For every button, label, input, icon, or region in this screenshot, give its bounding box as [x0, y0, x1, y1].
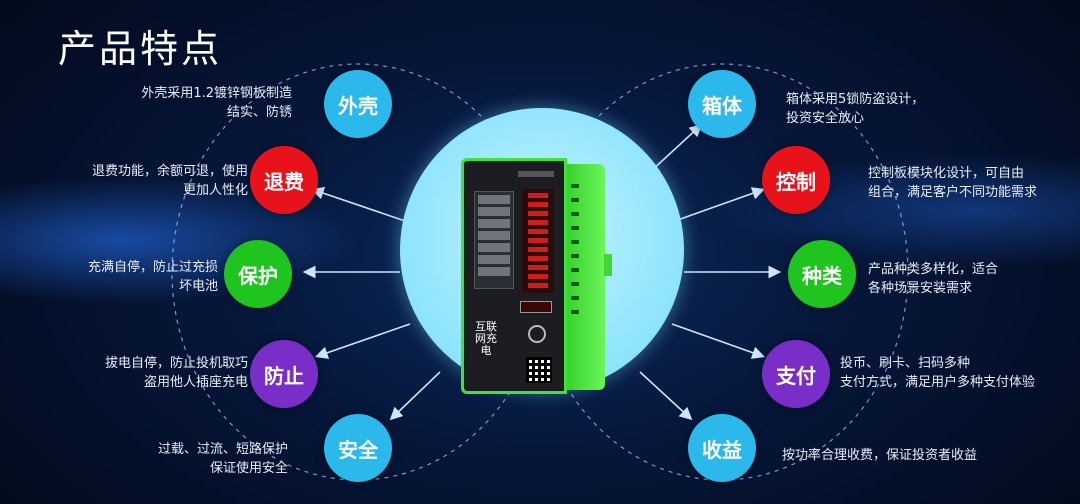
device-display [520, 301, 552, 313]
node-zhifu: 支付 [762, 340, 830, 408]
nfc-icon [528, 325, 546, 343]
page-title: 产品特点 [58, 27, 223, 71]
device-side-panel [565, 164, 605, 390]
node-zhonglei: 种类 [788, 240, 856, 308]
node-fangzhi: 防止 [250, 340, 318, 408]
device-lock-tab [604, 254, 612, 276]
desc-zhonglei: 产品种类多样化，适合各种场景安装需求 [868, 262, 999, 296]
arrow-xiangti [649, 123, 703, 173]
desc-tuifei: 退费功能，余额可退，使用更加人性化 [91, 164, 248, 198]
node-kongzhi: 控制 [762, 146, 830, 214]
node-tuifei: 退费 [250, 146, 318, 214]
desc-zhifu: 投币、刷卡、扫码多种支付方式，满足用户多种支付体验 [840, 356, 1036, 390]
charging-station-illustration: 互联网充电 [461, 158, 613, 394]
arrow-zhifu [671, 323, 766, 359]
arrow-anquan [389, 371, 441, 421]
device-front-panel: 互联网充电 [461, 158, 567, 394]
node-baohu: 保护 [224, 240, 292, 308]
device-led-column [522, 189, 554, 293]
device-brand-text: 互联网充电 [475, 320, 497, 357]
desc-fangzhi: 拔电自停，防止投机取巧盗用他人插座充电 [104, 356, 248, 390]
arrow-fangzhi [314, 323, 411, 359]
node-xiangti: 箱体 [688, 70, 756, 138]
desc-waike: 外壳采用1.2镀锌钢板制造结实、防锈 [141, 86, 292, 120]
desc-xiangti: 箱体采用5锁防盗设计，投资安全放心 [786, 92, 925, 126]
desc-anquan: 过载、过流、短路保护保证使用安全 [157, 442, 288, 476]
device-instruction-panel [474, 191, 514, 289]
node-shouyi: 收益 [688, 414, 756, 482]
arrow-tuifei [310, 187, 409, 223]
desc-kongzhi: 控制板模块化设计，可自由组合，满足客户不同功能需求 [868, 166, 1038, 200]
desc-baohu: 充满自停，防止过充损坏电池 [87, 260, 218, 294]
arrow-shouyi [639, 371, 693, 421]
qr-code-icon [526, 357, 552, 383]
node-anquan: 安全 [324, 414, 392, 482]
node-waike: 外壳 [324, 70, 392, 138]
arrow-kongzhi [671, 187, 766, 223]
desc-shouyi: 按功率合理收费，保证投资者收益 [782, 448, 978, 463]
